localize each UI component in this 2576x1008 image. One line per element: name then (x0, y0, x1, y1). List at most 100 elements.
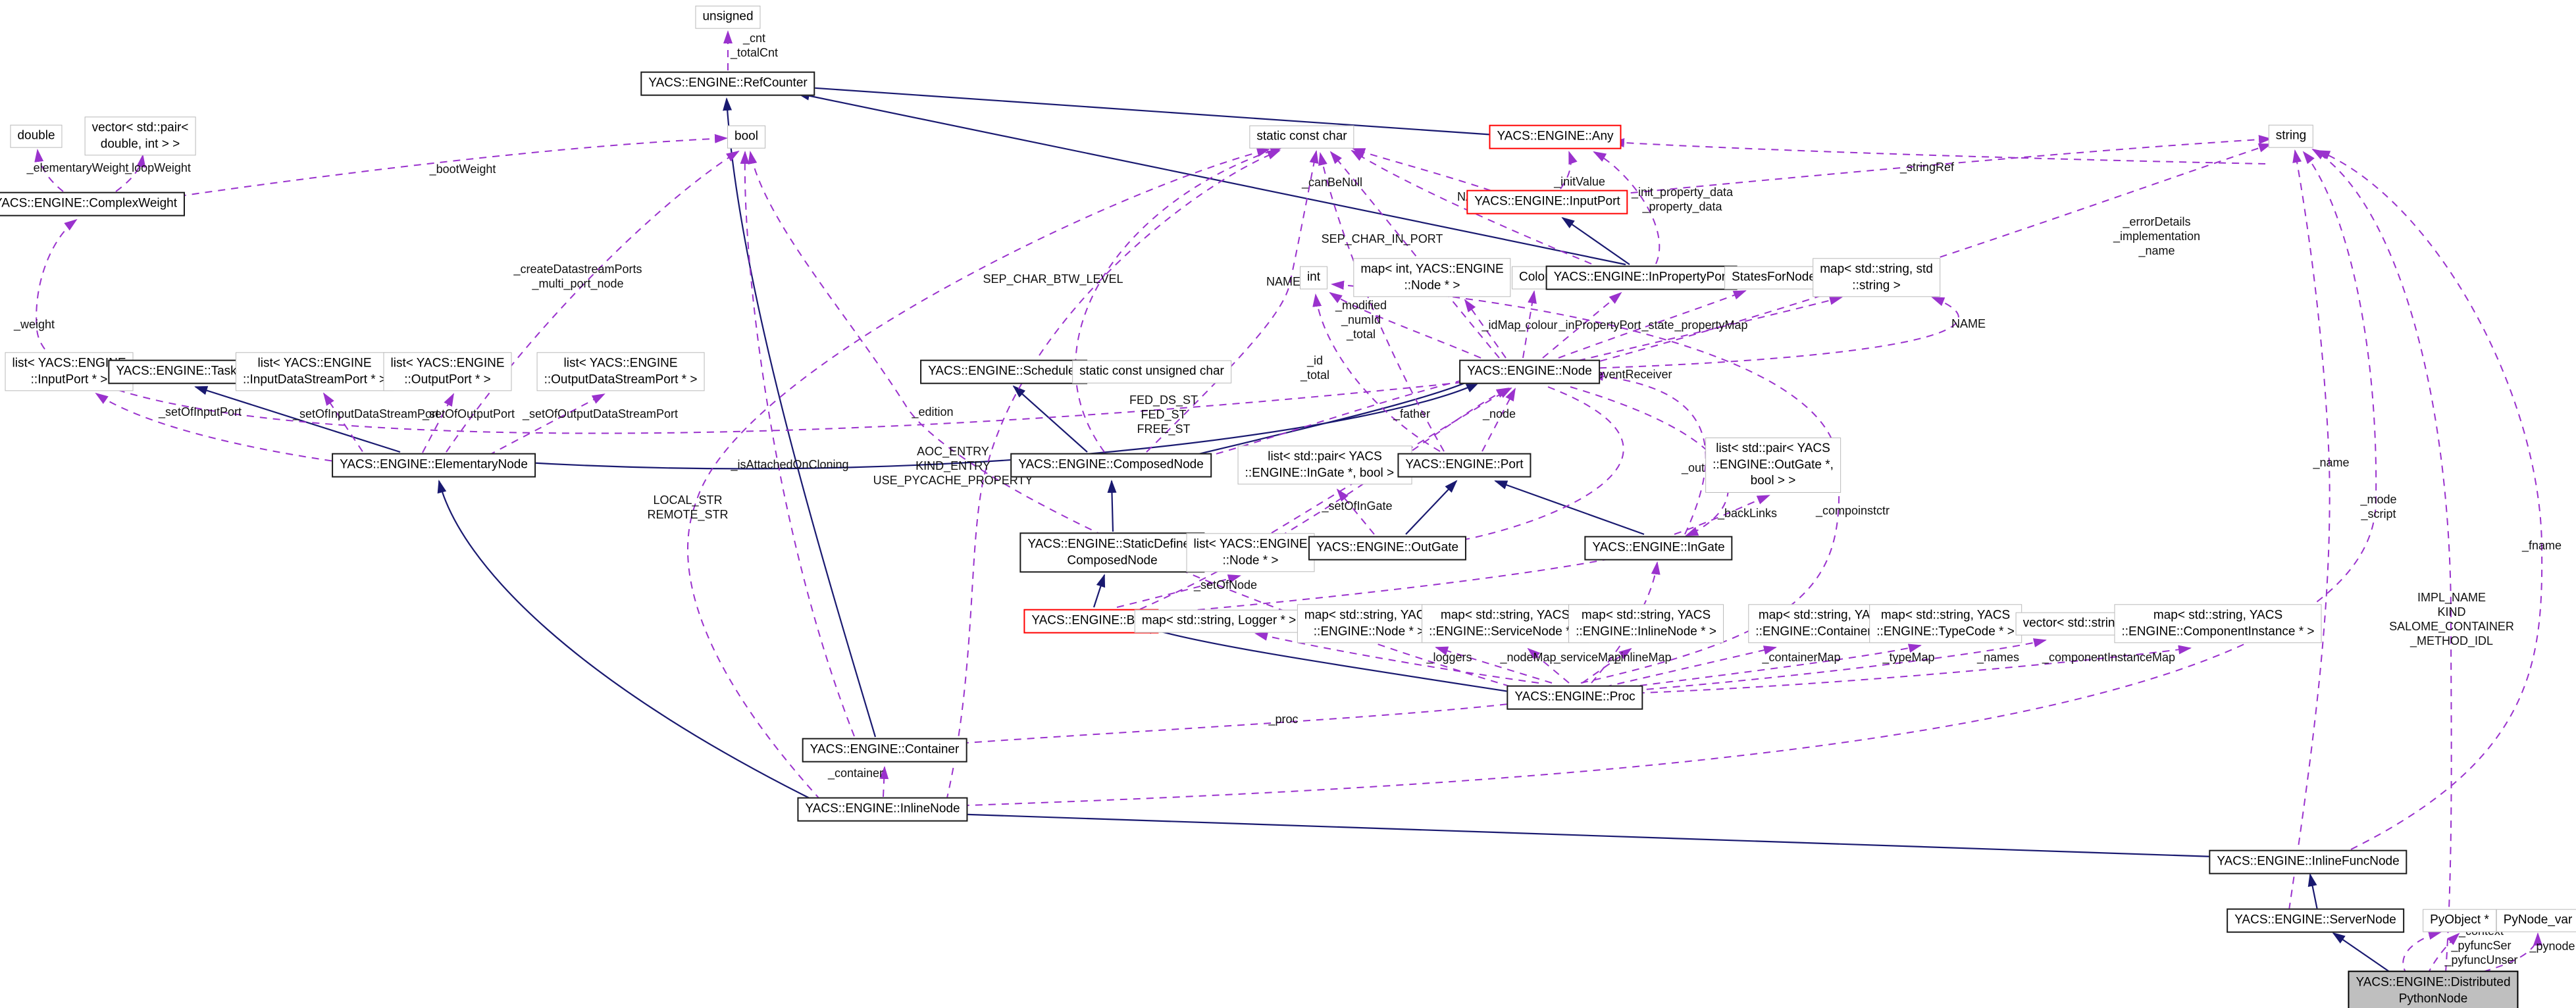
class-node-string[interactable]: string (2268, 124, 2314, 148)
class-node-outgate[interactable]: YACS::ENGINE::OutGate (1308, 536, 1467, 561)
class-node-task[interactable]: YACS::ENGINE::Task (108, 359, 245, 384)
class-node-list-pair-outgate[interactable]: list< std::pair< YACS::ENGINE::OutGate *… (1705, 437, 1841, 493)
edge-label-line: _eventReceiver (1589, 368, 1672, 382)
inheritance-edge (2307, 873, 2319, 911)
inheritance-edge (796, 91, 1626, 266)
class-node-label-line: YACS::ENGINE::Node (1467, 364, 1592, 378)
class-node-elementarynode[interactable]: YACS::ENGINE::ElementaryNode (332, 453, 536, 478)
association-edge (2288, 149, 2331, 911)
association-edge (1590, 371, 1707, 535)
class-node-servernode[interactable]: YACS::ENGINE::ServerNode (2227, 908, 2404, 933)
class-node-map-logger[interactable]: map< std::string, Logger * > (1134, 609, 1304, 633)
class-node-label-line: ::Node * > (1404, 278, 1460, 292)
edge-label-setofingate: _setOfInGate (1322, 499, 1392, 514)
inheritance-edge (2332, 932, 2395, 976)
edge-label-line: _setOfNode (1193, 578, 1258, 592)
class-node-composednode[interactable]: YACS::ENGINE::ComposedNode (1010, 453, 1212, 478)
class-node-list-outputport[interactable]: list< YACS::ENGINE::OutputPort * > (383, 352, 512, 391)
class-node-label-line: YACS::ENGINE::ComposedNode (1018, 457, 1204, 472)
edge-label-initvalue: _initValue (1554, 175, 1605, 189)
association-edge (446, 150, 740, 453)
class-node-list-node[interactable]: list< YACS::ENGINE::Node * > (1186, 533, 1315, 572)
edge-label-line: FED_DS_ST (1129, 393, 1198, 407)
edge-label-names: _names (1977, 651, 2019, 665)
class-node-double[interactable]: double (10, 124, 63, 148)
edge-label-line: _canBeNull (1301, 176, 1363, 189)
class-node-map-inlinenode[interactable]: map< std::string, YACS::ENGINE::InlineNo… (1568, 604, 1724, 643)
class-node-label-line: list< YACS::ENGINE (563, 356, 678, 370)
class-node-statesfornode[interactable]: StatesForNode (1724, 266, 1823, 290)
edge-label-line: _total (1346, 327, 1376, 341)
class-node-list-pair-ingate[interactable]: list< std::pair< YACS::ENGINE::InGate *,… (1237, 445, 1412, 485)
edge-label-line: _node (1482, 407, 1516, 421)
edge-label-line: _colour (1518, 318, 1558, 332)
edge-label-line: _containerMap (1762, 651, 1841, 665)
inheritance-edge (514, 382, 1480, 470)
class-node-bool[interactable]: bool (727, 125, 765, 149)
association-edge (740, 151, 855, 737)
association-edge (748, 151, 1524, 691)
association-edge (1624, 645, 2192, 694)
class-node-proc[interactable]: YACS::ENGINE::Proc (1507, 685, 1643, 710)
class-node-any[interactable]: YACS::ENGINE::Any (1489, 124, 1622, 149)
edge-label-errordetails: _errorDetails_implementation_name (2113, 215, 2200, 259)
class-node-map-node[interactable]: map< std::string, YACS::ENGINE::Node * > (1297, 604, 1441, 643)
edge-label-line: _proc (1268, 713, 1299, 726)
class-node-pynode-var[interactable]: PyNode_var (2496, 909, 2576, 932)
class-node-label-line: YACS::ENGINE::Proc (1514, 690, 1636, 704)
class-node-inpropertyport[interactable]: YACS::ENGINE::InPropertyPort (1545, 265, 1738, 290)
class-node-map-typecode[interactable]: map< std::string, YACS::ENGINE::TypeCode… (1869, 604, 2022, 643)
class-node-label-line: map< std::string, YACS (1758, 608, 1888, 622)
class-node-int[interactable]: int (1299, 266, 1328, 290)
class-node-list-inputport[interactable]: list< YACS::ENGINE::InputPort * > (5, 352, 134, 391)
edge-label-line: _pynode (2529, 940, 2575, 953)
edge-label-backlinks: _backLinks (1718, 507, 1777, 521)
class-node-refcounter[interactable]: YACS::ENGINE::RefCounter (640, 71, 815, 96)
class-node-scheduler[interactable]: YACS::ENGINE::Scheduler (920, 359, 1087, 384)
inheritance-edge (194, 386, 401, 453)
class-node-label-line: string (2275, 128, 2307, 143)
edge-label-line: KIND (2437, 605, 2466, 619)
class-node-port[interactable]: YACS::ENGINE::Port (1397, 453, 1532, 478)
edge-label-line: _isAttachedOnCloning (731, 458, 849, 472)
association-edge (1560, 151, 1578, 189)
edge-label-idmap: _idMap (1481, 318, 1520, 333)
class-node-vector-pair-double-int[interactable]: vector< std::pair<double, int > > (84, 116, 196, 156)
association-edge (1329, 151, 1500, 359)
association-edge (1582, 647, 1632, 684)
association-edge (1187, 376, 1476, 463)
edge-label-line: _inlineMap (1614, 651, 1672, 665)
edge-label-line: _backLinks (1717, 507, 1778, 520)
class-node-complexweight[interactable]: YACS::ENGINE::ComplexWeight (0, 191, 186, 216)
class-node-inlinenode[interactable]: YACS::ENGINE::InlineNode (797, 797, 968, 822)
association-edge (1585, 297, 1959, 369)
edge-label-line: _compoinstctr (1815, 504, 1890, 518)
edge-label-cnt: _cnt_totalCnt (731, 32, 778, 61)
class-node-map-componentinstance[interactable]: map< std::string, YACS::ENGINE::Componen… (2114, 604, 2322, 643)
class-node-inputport[interactable]: YACS::ENGINE::InputPort (1466, 189, 1628, 214)
class-node-container[interactable]: YACS::ENGINE::Container (802, 738, 967, 763)
class-node-static-const-char[interactable]: static const char (1249, 125, 1354, 149)
class-node-inlinefuncnode[interactable]: YACS::ENGINE::InlineFuncNode (2209, 849, 2408, 874)
class-node-list-outputdatastreamport[interactable]: list< YACS::ENGINE::OutputDataStreamPort… (536, 352, 705, 391)
edge-label-line: _pyfuncSer (2451, 939, 2512, 953)
association-edge (948, 151, 2377, 807)
class-node-map-int-node[interactable]: map< int, YACS::ENGINE::Node * > (1353, 258, 1511, 297)
class-node-label-line: YACS::ENGINE::Port (1405, 457, 1524, 472)
edge-label-line: _fname (2521, 539, 2562, 553)
class-node-node[interactable]: YACS::ENGINE::Node (1459, 359, 1600, 384)
class-node-label-line: bool > > (1750, 474, 1796, 488)
class-node-ingate[interactable]: YACS::ENGINE::InGate (1584, 536, 1733, 561)
class-node-map-servicenode[interactable]: map< std::string, YACS::ENGINE::ServiceN… (1422, 604, 1589, 643)
class-node-unsigned[interactable]: unsigned (695, 5, 761, 29)
association-edge (1674, 495, 1770, 535)
class-node-pyobject[interactable]: PyObject * (2423, 909, 2496, 932)
edge-label-inlinemap: _inlineMap (1614, 651, 1671, 665)
association-edge (115, 154, 146, 192)
class-node-list-inputdatastreamport[interactable]: list< YACS::ENGINE::InputDataStreamPort … (235, 352, 394, 391)
class-node-static-const-unsigned-char[interactable]: static const unsigned char (1072, 360, 1231, 384)
class-node-map-string-string[interactable]: map< std::string, std::string > (1813, 258, 1940, 297)
